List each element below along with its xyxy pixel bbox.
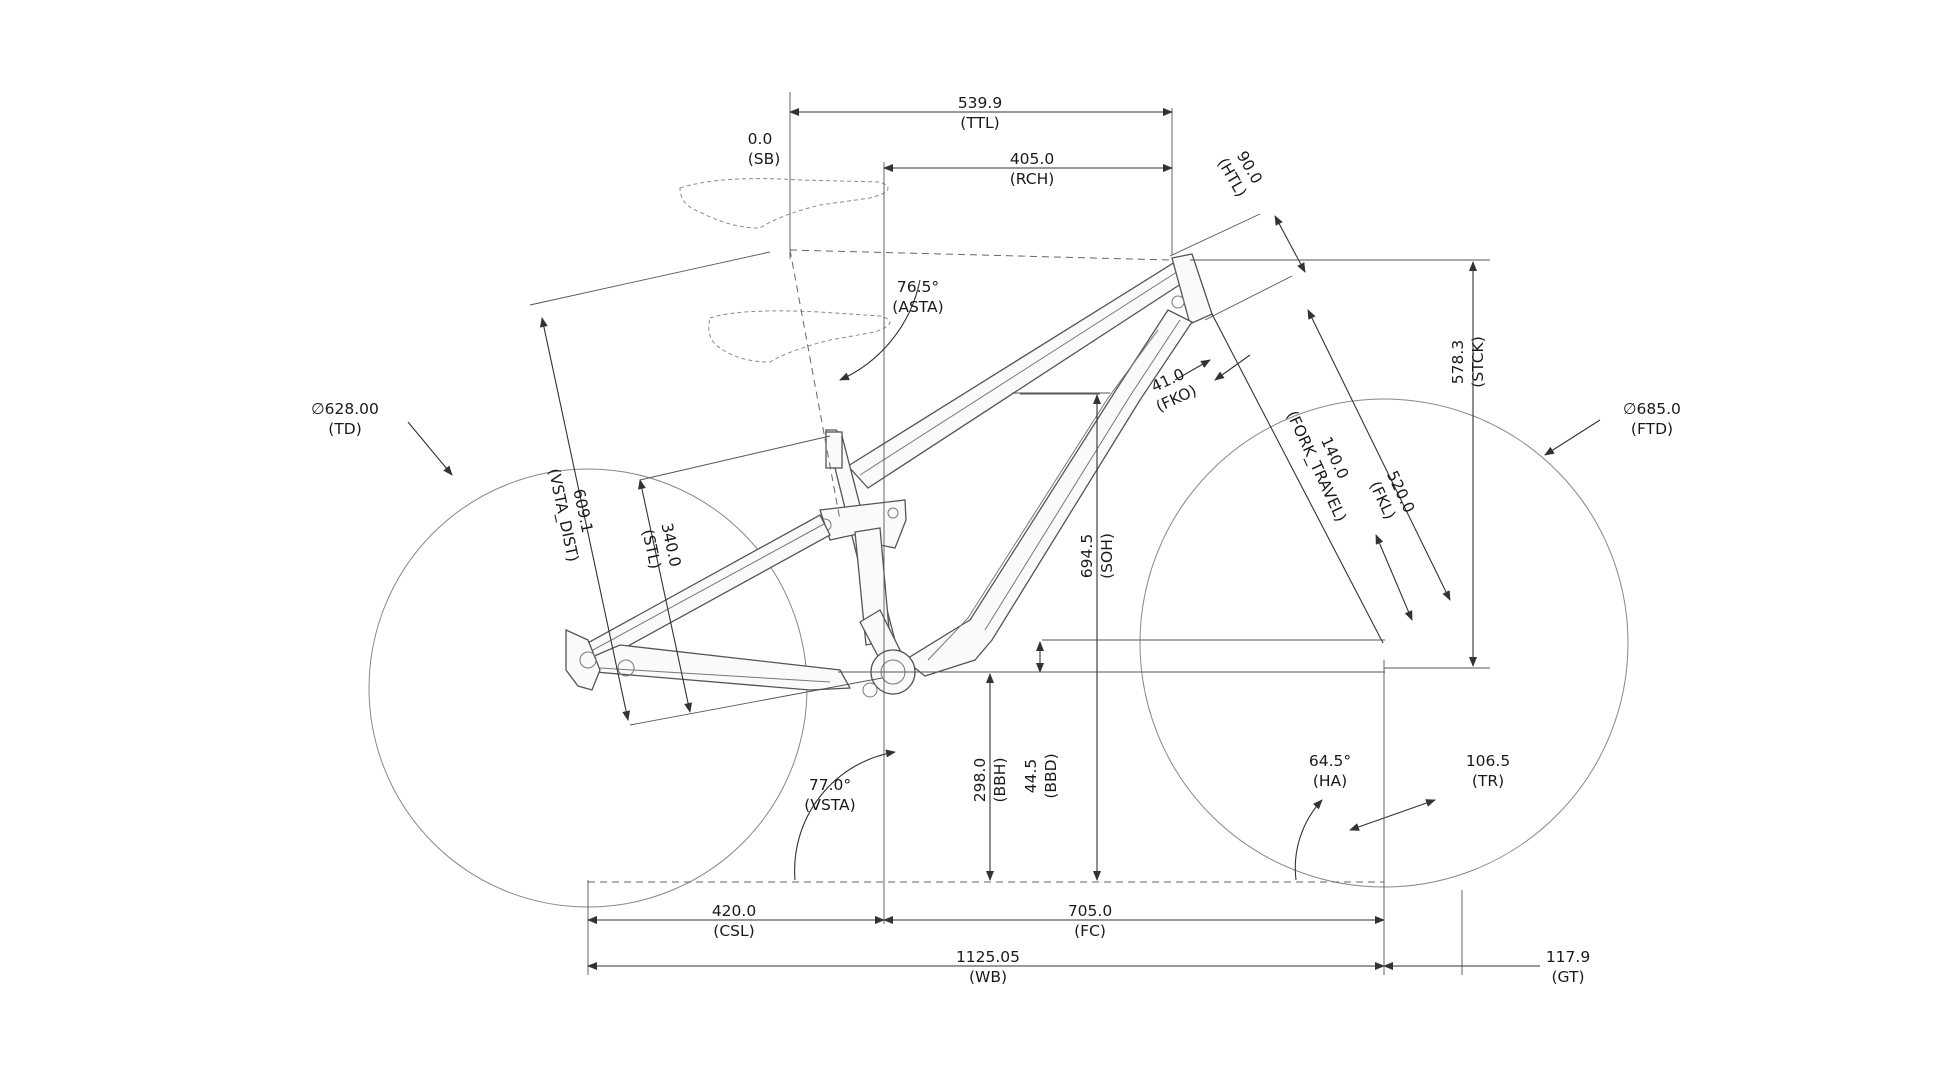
bbd-value: 44.5 xyxy=(1022,759,1040,794)
dim-sb: 0.0 (SB) xyxy=(748,130,781,168)
ha-value: 64.5° xyxy=(1309,752,1351,770)
dim-stck: 578.3 (STCK) xyxy=(1449,336,1487,387)
dim-gt: 117.9 (GT) xyxy=(1546,948,1590,986)
ftd-value: ∅685.0 xyxy=(1623,400,1681,418)
dim-ftd: ∅685.0 (FTD) xyxy=(1623,400,1681,438)
wb-value: 1125.05 xyxy=(956,948,1020,966)
dim-fork-travel: 140.0 (FORK_TRAVEL) xyxy=(1282,408,1352,525)
dim-rch: 405.0 (RCH) xyxy=(1010,150,1055,188)
saddle-low xyxy=(708,310,891,363)
saddle-high xyxy=(679,178,889,229)
dim-soh: 694.5 (SOH) xyxy=(1078,533,1116,579)
fc-value: 705.0 xyxy=(1068,902,1112,920)
bbh-value: 298.0 xyxy=(971,758,989,802)
dim-vsta: 77.0° (VSTA) xyxy=(804,776,855,814)
dim-stl: 340.0 (STL) xyxy=(638,521,684,570)
dim-ttl: 539.9 (TTL) xyxy=(958,94,1002,132)
dim-fkl: 520.0 (FKL) xyxy=(1366,468,1418,522)
td-value: ∅628.00 xyxy=(311,400,379,418)
ttl-value: 539.9 xyxy=(958,94,1002,112)
rch-value: 405.0 xyxy=(1010,150,1054,168)
stck-code: (STCK) xyxy=(1469,336,1487,387)
ttl-code: (TTL) xyxy=(960,114,999,132)
asta-value: 76.5° xyxy=(897,278,939,296)
bike-frame xyxy=(565,253,1213,698)
vsta-value: 77.0° xyxy=(809,776,851,794)
csl-code: (CSL) xyxy=(713,922,754,940)
dim-ha: 64.5° (HA) xyxy=(1309,752,1351,790)
dim-fc: 705.0 (FC) xyxy=(1068,902,1112,940)
soh-value: 694.5 xyxy=(1078,534,1096,578)
gt-code: (GT) xyxy=(1551,968,1584,986)
td-code: (TD) xyxy=(328,420,362,438)
rch-code: (RCH) xyxy=(1010,170,1055,188)
dim-td: ∅628.00 (TD) xyxy=(311,400,379,438)
vsta-code: (VSTA) xyxy=(804,796,855,814)
ha-code: (HA) xyxy=(1313,772,1347,790)
dim-bbh: 298.0 (BBH) xyxy=(971,757,1009,802)
wb-code: (WB) xyxy=(969,968,1007,986)
bbd-code: (BBD) xyxy=(1042,753,1060,798)
dim-wb: 1125.05 (WB) xyxy=(956,948,1020,986)
dim-htl: 90.0 (HTL) xyxy=(1214,148,1266,200)
fc-code: (FC) xyxy=(1074,922,1106,940)
dim-bbd: 44.5 (BBD) xyxy=(1022,753,1060,798)
csl-value: 420.0 xyxy=(712,902,756,920)
tr-value: 106.5 xyxy=(1466,752,1510,770)
dim-tr: 106.5 (TR) xyxy=(1466,752,1510,790)
soh-code: (SOH) xyxy=(1098,533,1116,579)
tr-code: (TR) xyxy=(1472,772,1504,790)
sb-code: (SB) xyxy=(748,150,781,168)
dim-vsta-dist: 609.1 (VSTA_DIST) xyxy=(544,467,597,564)
dim-csl: 420.0 (CSL) xyxy=(712,902,756,940)
asta-code: (ASTA) xyxy=(892,298,943,316)
bbh-code: (BBH) xyxy=(991,757,1009,802)
gt-value: 117.9 xyxy=(1546,948,1590,966)
sb-value: 0.0 xyxy=(748,130,773,148)
ftd-code: (FTD) xyxy=(1631,420,1673,438)
stck-value: 578.3 xyxy=(1449,340,1467,384)
dim-asta: 76.5° (ASTA) xyxy=(892,278,943,316)
